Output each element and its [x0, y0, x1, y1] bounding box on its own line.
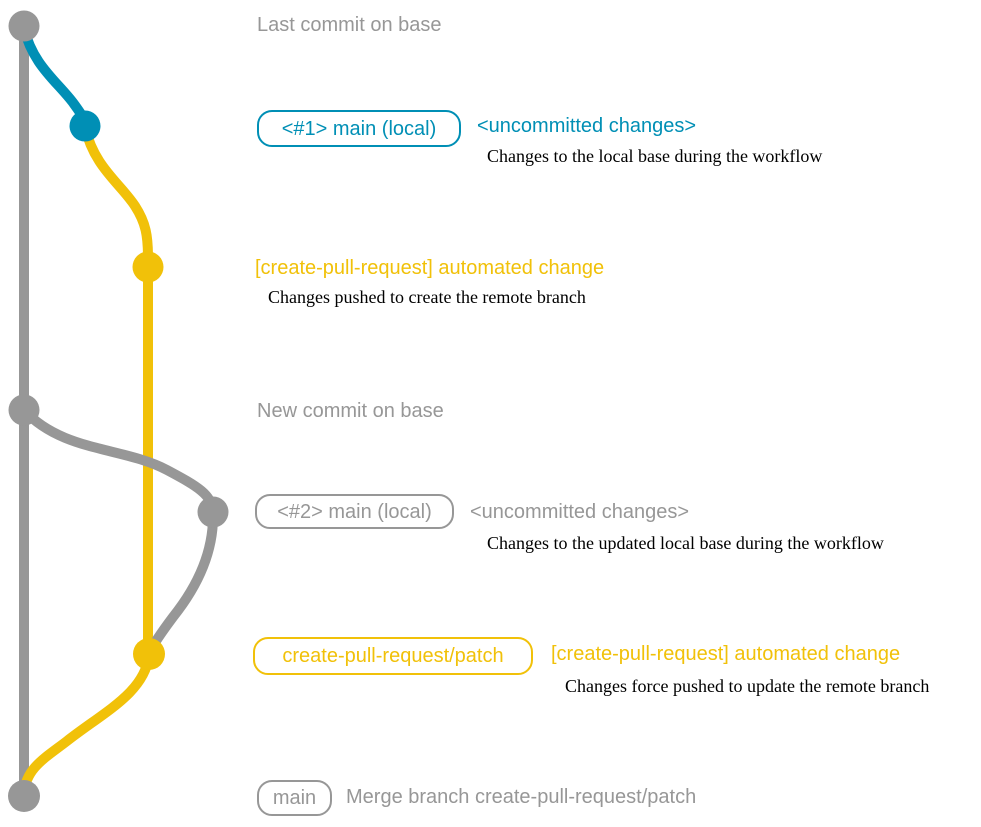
automated-change-note-2: Changes force pushed to update the remot… — [565, 676, 930, 696]
automated-change-label-1: [create-pull-request] automated change — [255, 257, 605, 279]
branch-badge-main-text: main — [272, 787, 317, 809]
rebase-return-line — [146, 512, 219, 652]
last-commit-label: Last commit on base — [257, 14, 442, 36]
commit-dot-force-push — [133, 638, 165, 670]
uncommitted-changes-note-2: Changes to the updated local base during… — [487, 533, 884, 553]
commit-dot-uncommitted-1 — [69, 110, 101, 142]
patch-branch-line — [80, 125, 153, 654]
rebase-branch-line — [20, 406, 218, 514]
uncommitted-changes-label-2: <uncommitted changes> — [470, 501, 690, 523]
commit-dot-last-base — [8, 10, 40, 42]
commit-dot-automated-change — [132, 251, 164, 283]
patch-merge-line — [19, 655, 154, 794]
branch-badge-main-local-1-text: <#1> main (local) — [281, 117, 437, 140]
local-branch-line — [19, 26, 90, 128]
automated-change-note-1: Changes pushed to create the remote bran… — [268, 287, 586, 307]
branch-badge-main: main — [257, 780, 332, 816]
branch-badge-main-local-2-text: <#2> main (local) — [277, 500, 432, 523]
branch-badge-main-local-2: <#2> main (local) — [255, 494, 454, 529]
uncommitted-changes-label-1: <uncommitted changes> — [477, 115, 697, 137]
merge-commit-label: Merge branch create-pull-request/patch — [346, 786, 697, 808]
branch-badge-main-local-1: <#1> main (local) — [257, 110, 461, 147]
commit-dot-new-base — [8, 394, 40, 426]
commit-dot-uncommitted-2 — [197, 496, 229, 528]
git-graph-canvas — [8, 10, 229, 812]
commit-dot-merge — [8, 780, 40, 812]
automated-change-label-2: [create-pull-request] automated change — [551, 643, 901, 665]
branch-badge-create-pull-request-patch-text: create-pull-request/patch — [282, 645, 504, 667]
uncommitted-changes-note-1: Changes to the local base during the wor… — [487, 146, 823, 166]
new-commit-label: New commit on base — [257, 400, 444, 422]
branch-badge-create-pull-request-patch: create-pull-request/patch — [253, 637, 533, 675]
